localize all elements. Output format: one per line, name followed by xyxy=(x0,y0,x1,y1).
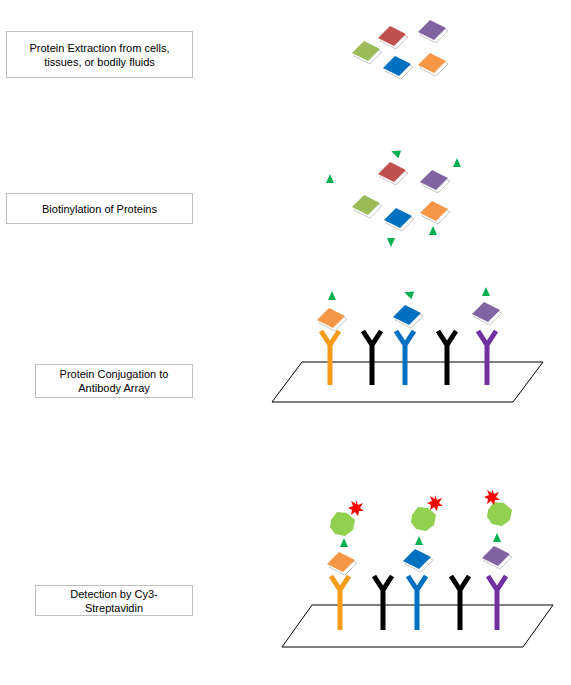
step-label: Detection by Cy3-Streptavidin xyxy=(53,587,175,615)
process-box: Protein Extraction from cells, tissues, … xyxy=(6,31,193,78)
step-label: Protein Conjugation to Antibody Array xyxy=(53,367,175,395)
box-content: Protein Conjugation to Antibody Array xyxy=(53,367,175,395)
box-content: Biotinylation of Proteins xyxy=(42,202,157,216)
biotinylated-protein-group xyxy=(326,148,461,247)
process-box: Detection by Cy3-Streptavidin xyxy=(35,585,193,616)
protein-group xyxy=(352,20,448,79)
process-box: Biotinylation of Proteins xyxy=(6,193,193,224)
process-box: Protein Conjugation to Antibody Array xyxy=(35,364,193,398)
step-label: Biotinylation of Proteins xyxy=(42,202,157,216)
box-content: Detection by Cy3-Streptavidin xyxy=(53,587,175,615)
antibody-array xyxy=(272,287,543,402)
box-content: Protein Extraction from cells, tissues, … xyxy=(17,41,182,69)
detection-array xyxy=(282,489,553,647)
step-label: Protein Extraction from cells, tissues, … xyxy=(17,41,182,69)
